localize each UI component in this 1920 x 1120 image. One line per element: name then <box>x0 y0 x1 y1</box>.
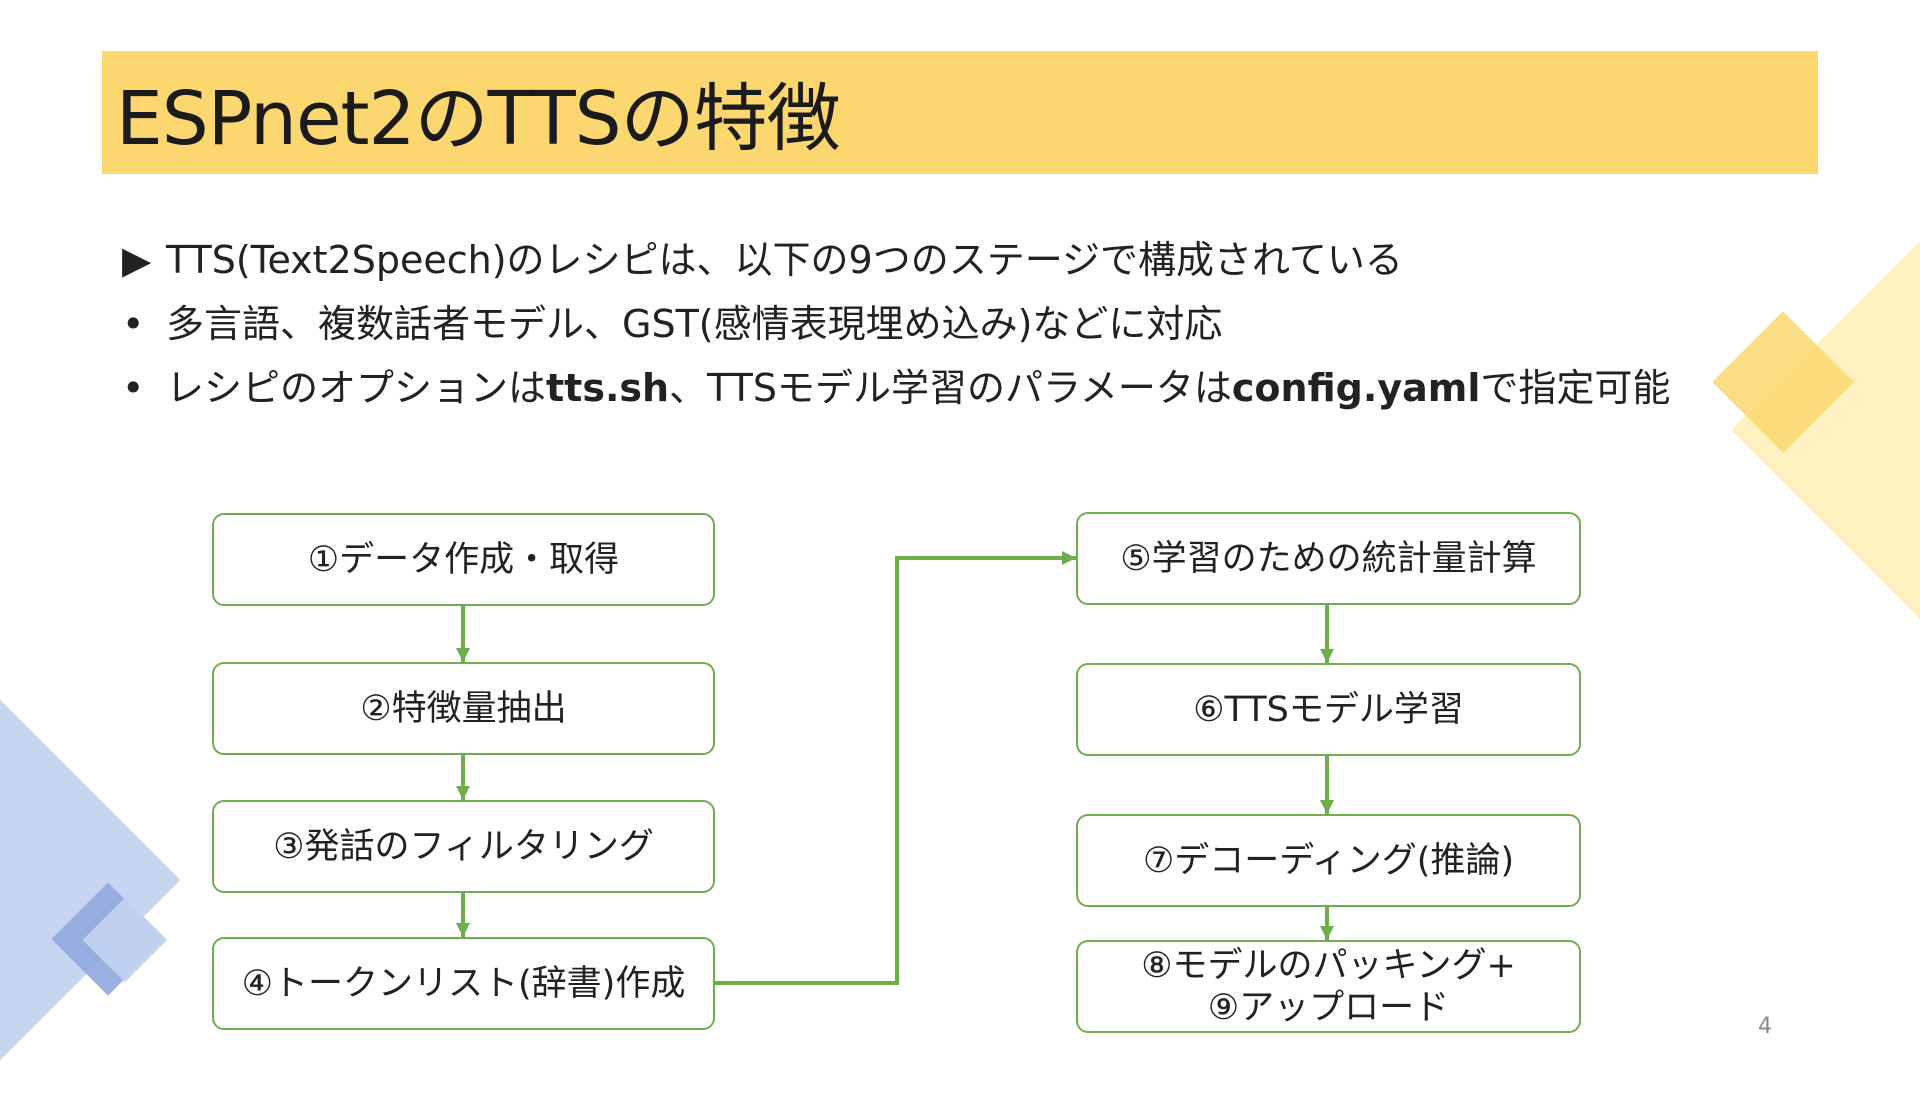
arrow-3-4 <box>456 893 470 937</box>
bullet-keyword: tts.sh <box>546 366 670 410</box>
flow-step-label: ④トークンリスト(辞書)作成 <box>241 963 686 1004</box>
page-number: 4 <box>1758 1014 1772 1039</box>
flow-step-label: ③発話のフィルタリング <box>273 826 654 867</box>
flow-step-5: ⑤学習のための統計量計算 <box>1076 512 1581 605</box>
flow-step-label: ②特徴量抽出 <box>360 688 567 729</box>
arrow-5-6 <box>1320 605 1334 663</box>
flow-step-1: ①データ作成・取得 <box>212 513 715 606</box>
arrow-7-8 <box>1320 907 1334 940</box>
arrow-6-7 <box>1320 756 1334 814</box>
slide-title: ESPnet2のTTSの特徴 <box>116 76 841 162</box>
flow-step-7: ⑦デコーディング(推論) <box>1076 814 1581 907</box>
bullet-marker: ▶ <box>122 238 152 282</box>
flow-step-label: ⑥TTSモデル学習 <box>1193 689 1464 730</box>
arrow-2-3 <box>456 755 470 800</box>
flow-step-3: ③発話のフィルタリング <box>212 800 715 893</box>
bullet-text: で指定可能 <box>1480 366 1671 410</box>
flow-step-label: ⑨アップロード <box>1207 987 1450 1028</box>
flow-step-6: ⑥TTSモデル学習 <box>1076 663 1581 756</box>
bullet-marker: • <box>122 366 145 410</box>
flow-step-8: ⑧モデルのパッキング+⑨アップロード <box>1076 940 1581 1033</box>
flow-step-2: ②特徴量抽出 <box>212 662 715 755</box>
flow-step-label: ①データ作成・取得 <box>307 539 620 580</box>
bullet-text: TTS(Text2Speech)のレシピは、以下の9つのステージで構成されている <box>166 238 1403 282</box>
flow-step-label: ⑧モデルのパッキング+ <box>1141 945 1516 986</box>
title-band: ESPnet2のTTSの特徴 <box>102 51 1818 174</box>
bullet-text: レシピのオプションは <box>166 366 547 410</box>
bullet-keyword: config.yaml <box>1231 366 1481 410</box>
bullet-line: ▶ TTS(Text2Speech)のレシピは、以下の9つのステージで構成されてい… <box>122 228 1670 292</box>
bullet-text: 、TTSモデル学習のパラメータは <box>669 366 1232 410</box>
arrow-4-5 <box>715 551 1076 985</box>
bullet-list: ▶ TTS(Text2Speech)のレシピは、以下の9つのステージで構成されてい… <box>122 228 1670 420</box>
flow-connectors <box>456 551 1334 985</box>
flow-step-label: ⑤学習のための統計量計算 <box>1120 538 1537 579</box>
bullet-line: • レシピのオプションはtts.sh、TTSモデル学習のパラメータはconfig.… <box>122 356 1670 420</box>
arrow-1-2 <box>456 606 470 662</box>
bullet-text: 多言語、複数話者モデル、GST(感情表現埋め込み)などに対応 <box>166 302 1223 346</box>
bullet-line: • 多言語、複数話者モデル、GST(感情表現埋め込み)などに対応 <box>122 292 1670 356</box>
flow-step-label: ⑦デコーディング(推論) <box>1142 840 1515 881</box>
bullet-marker: • <box>122 302 145 346</box>
flow-step-4: ④トークンリスト(辞書)作成 <box>212 937 715 1030</box>
